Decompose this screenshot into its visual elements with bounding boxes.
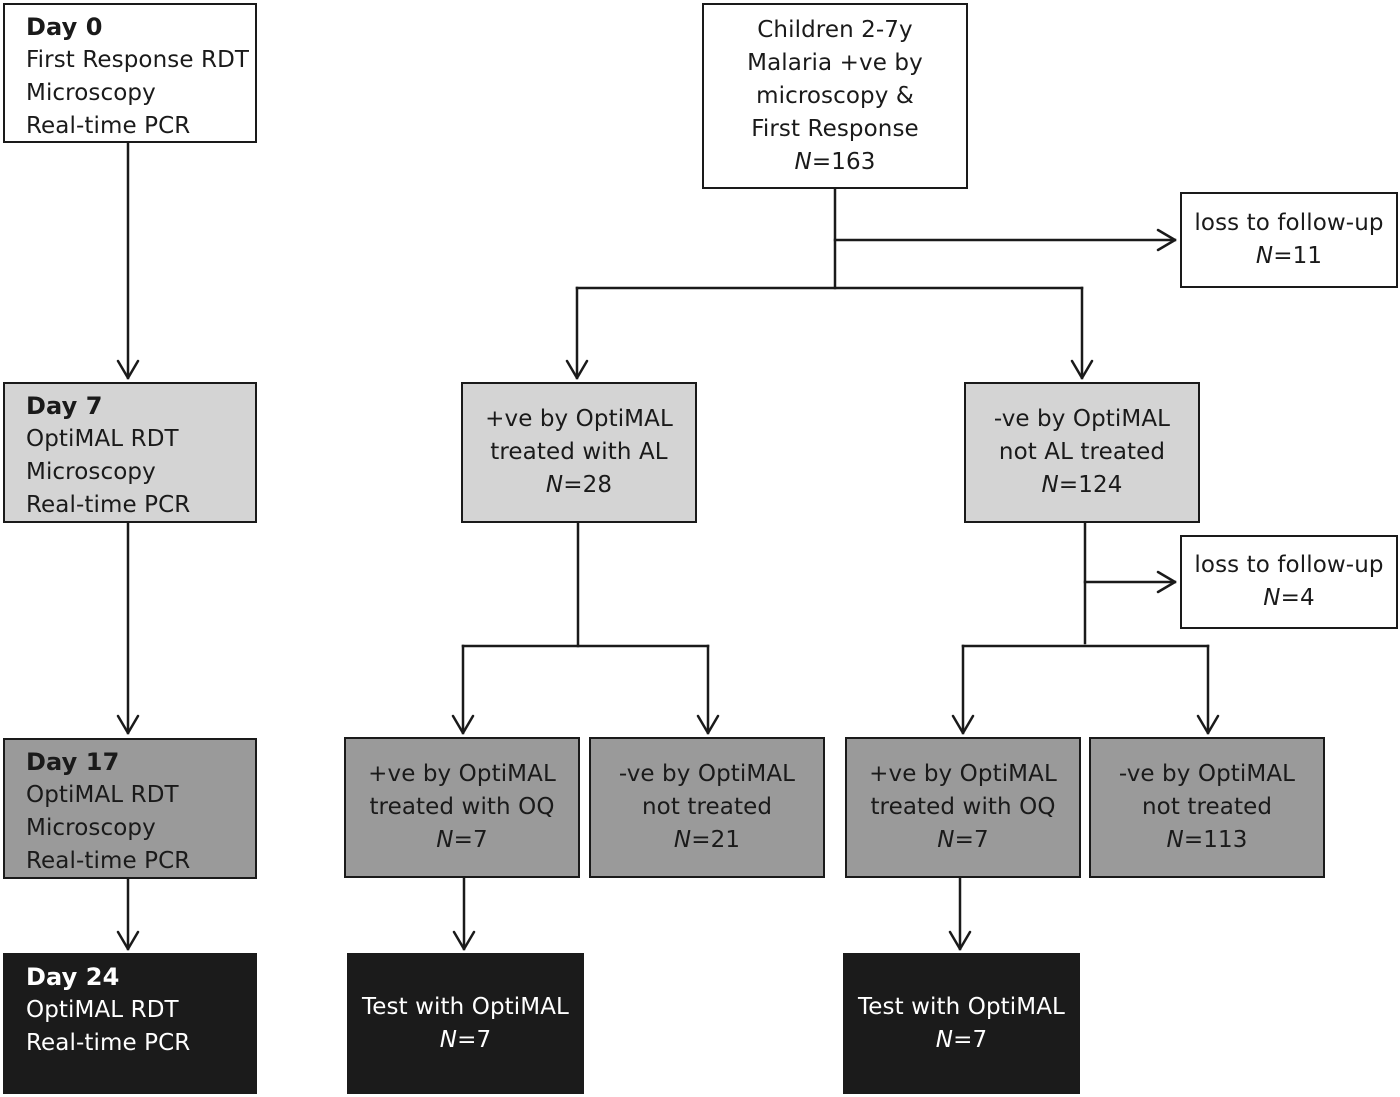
stage-test: First Response RDT	[26, 47, 250, 73]
node-text: +ve by OptiMAL	[869, 761, 1057, 787]
n-symbol: N	[436, 827, 454, 853]
n-value: =7	[953, 1026, 988, 1053]
node-count: N=4	[1263, 582, 1314, 615]
node-count: N=7	[937, 824, 988, 857]
stage-test: OptiMAL RDT	[26, 426, 179, 452]
stage-day-0: Day 0 First Response RDT Microscopy Real…	[3, 3, 257, 143]
node-text: microscopy &	[756, 82, 914, 109]
n-symbol: N	[673, 827, 692, 853]
node-text: Test with OptiMAL	[858, 993, 1065, 1020]
flow-node-loss-to-follow-up-1: loss to follow-up N=11	[1180, 192, 1398, 288]
node-text: -ve by OptiMAL	[618, 761, 796, 787]
stage-test: Real-time PCR	[26, 113, 191, 139]
node-count: N=7	[436, 824, 487, 857]
node-text: treated with OQ	[369, 794, 555, 820]
stage-test: Microscopy	[26, 80, 156, 106]
node-text: not AL treated	[998, 439, 1166, 465]
flow-node-day17-negative-a: -ve by OptiMAL not treated N=21	[589, 737, 825, 878]
stage-test: Real-time PCR	[26, 492, 191, 518]
stage-test: OptiMAL RDT	[26, 782, 179, 808]
n-value: =4	[1280, 585, 1315, 611]
arrowhead-icon	[1070, 359, 1094, 380]
arrowhead-icon	[116, 359, 140, 380]
arrowhead-icon	[116, 714, 140, 735]
arrowhead-icon	[451, 714, 475, 735]
node-text: treated with AL	[490, 439, 668, 465]
n-value: =21	[691, 827, 741, 853]
flow-node-day17-positive-oq-b: +ve by OptiMAL treated with OQ N=7	[845, 737, 1081, 878]
node-text: +ve by OptiMAL	[485, 406, 673, 432]
n-symbol: N	[1041, 472, 1059, 498]
n-value: =11	[1273, 243, 1323, 269]
node-count: N=163	[795, 146, 876, 179]
n-value: =28	[563, 472, 613, 498]
stage-day-title: Day 17	[26, 748, 120, 776]
n-symbol: N	[1166, 827, 1184, 853]
node-count: N=7	[936, 1024, 987, 1057]
arrowhead-icon	[1156, 228, 1177, 252]
n-value: =7	[954, 827, 989, 853]
n-symbol: N	[439, 1026, 458, 1053]
stage-test: Microscopy	[26, 459, 156, 485]
arrowhead-icon	[948, 930, 972, 951]
n-symbol: N	[1263, 585, 1281, 611]
n-symbol: N	[1255, 243, 1274, 269]
node-count: N=21	[674, 824, 740, 857]
flow-node-day17-negative-b: -ve by OptiMAL not treated N=113	[1089, 737, 1325, 878]
stage-test: Microscopy	[26, 815, 156, 841]
stage-test: OptiMAL RDT	[26, 997, 179, 1023]
stage-day-17: Day 17 OptiMAL RDT Microscopy Real-time …	[3, 738, 257, 879]
arrowhead-icon	[951, 714, 975, 735]
arrowhead-icon	[565, 359, 589, 380]
stage-day-title: Day 7	[26, 392, 103, 420]
node-text: loss to follow-up	[1194, 210, 1384, 236]
node-text: -ve by OptiMAL	[1118, 761, 1296, 787]
n-symbol: N	[937, 827, 955, 853]
node-text: loss to follow-up	[1194, 552, 1384, 578]
node-text: not treated	[1141, 794, 1273, 820]
stage-test: Real-time PCR	[26, 1030, 191, 1056]
n-value: =7	[453, 827, 488, 853]
node-count: N=113	[1167, 824, 1248, 857]
n-value: =113	[1183, 827, 1248, 853]
node-count: N=28	[546, 469, 612, 502]
node-text: treated with OQ	[870, 794, 1056, 820]
node-count: N=11	[1256, 240, 1322, 273]
n-value: =7	[457, 1026, 492, 1053]
node-text: First Response	[751, 115, 919, 142]
flow-node-enrolled: Children 2-7y Malaria +ve by microscopy …	[702, 3, 968, 189]
node-count: N=124	[1042, 469, 1123, 502]
arrowhead-icon	[452, 930, 476, 951]
n-symbol: N	[794, 148, 812, 175]
flow-node-day24-test-b: Test with OptiMAL N=7	[843, 953, 1080, 1094]
stage-day-title: Day 0	[26, 13, 103, 41]
node-text: Malaria +ve by	[747, 49, 923, 76]
flow-node-day24-test-a: Test with OptiMAL N=7	[347, 953, 584, 1094]
arrowhead-icon	[1156, 570, 1177, 594]
n-symbol: N	[935, 1026, 954, 1053]
n-symbol: N	[545, 472, 564, 498]
arrowhead-icon	[116, 930, 140, 951]
arrowhead-icon	[1196, 714, 1220, 735]
node-count: N=7	[440, 1024, 491, 1057]
node-text: Test with OptiMAL	[362, 993, 569, 1020]
flow-node-day7-positive: +ve by OptiMAL treated with AL N=28	[461, 382, 697, 523]
flow-node-loss-to-follow-up-2: loss to follow-up N=4	[1180, 535, 1398, 629]
stage-day-title: Day 24	[26, 963, 120, 991]
arrowhead-icon	[696, 714, 720, 735]
node-text: not treated	[641, 794, 773, 820]
node-text: Children 2-7y	[757, 16, 913, 43]
n-value: =124	[1058, 472, 1123, 498]
node-text: +ve by OptiMAL	[368, 761, 556, 787]
flow-node-day7-negative: -ve by OptiMAL not AL treated N=124	[964, 382, 1200, 523]
n-value: =163	[811, 148, 876, 175]
stage-day-24: Day 24 OptiMAL RDT Real-time PCR	[3, 953, 257, 1094]
flow-node-day17-positive-oq-a: +ve by OptiMAL treated with OQ N=7	[344, 737, 580, 878]
stage-test: Real-time PCR	[26, 848, 191, 874]
node-text: -ve by OptiMAL	[993, 406, 1171, 432]
stage-day-7: Day 7 OptiMAL RDT Microscopy Real-time P…	[3, 382, 257, 523]
